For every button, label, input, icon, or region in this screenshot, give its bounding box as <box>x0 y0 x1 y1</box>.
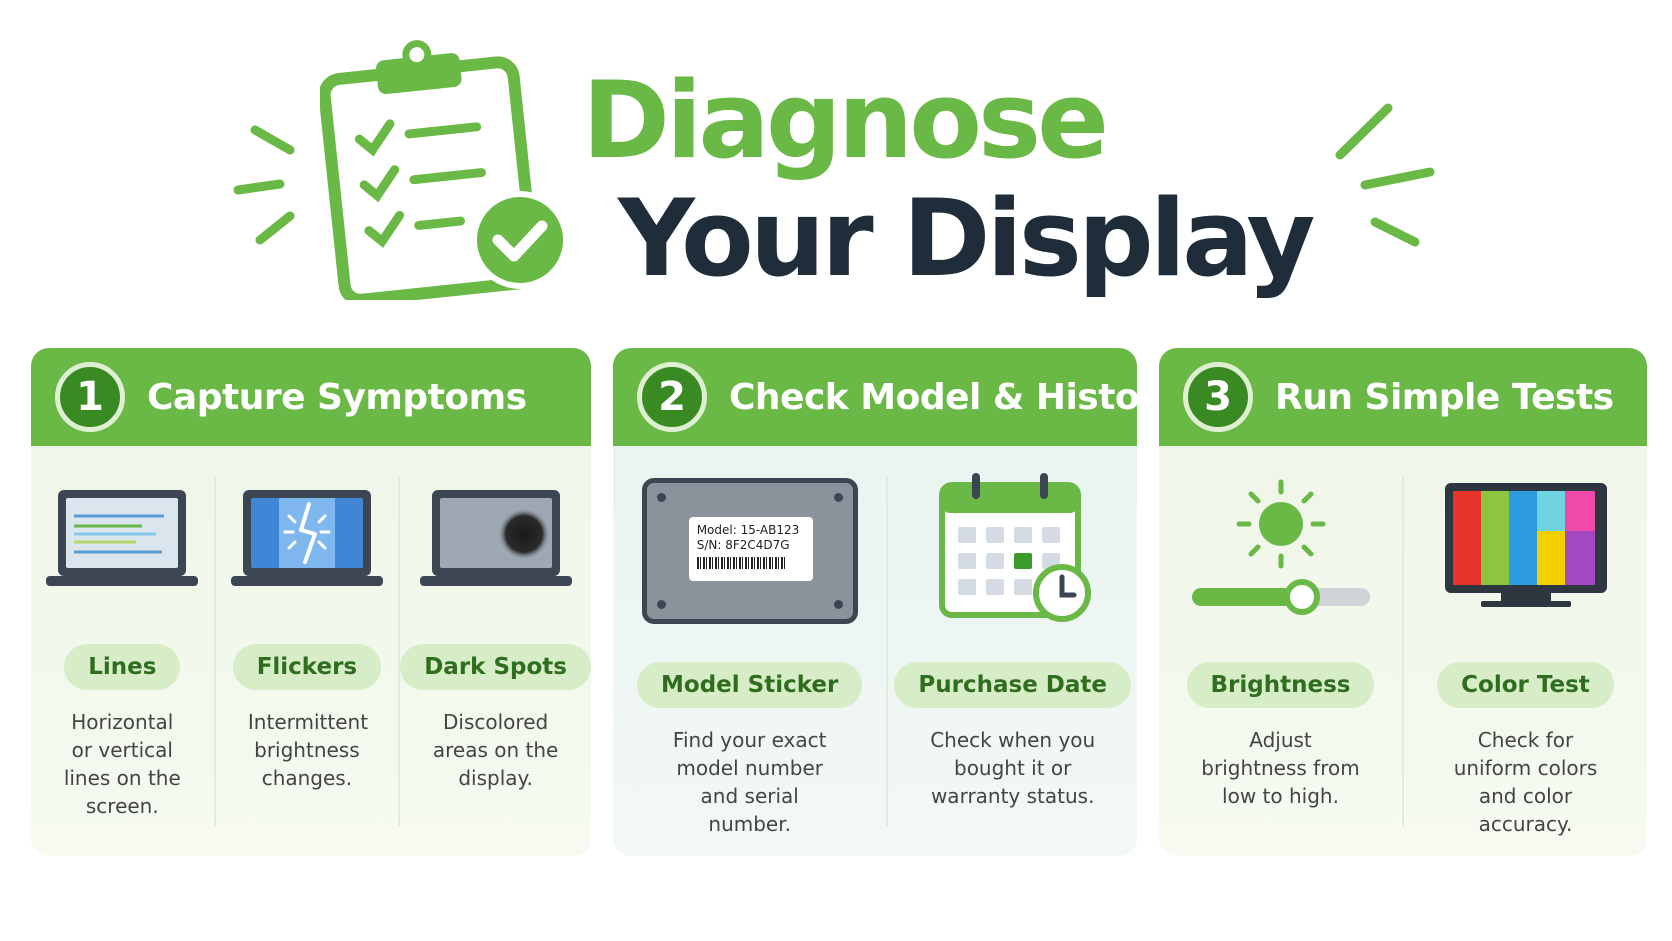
symptom-label: Flickers <box>232 644 382 690</box>
panel-check-model-history: 2 Check Model & History Model: 15-AB123 … <box>613 348 1137 856</box>
sticker-label: Model: 15-AB123 S/N: 8F2C4D7G <box>688 517 813 581</box>
check-model-sticker: Model: 15-AB123 S/N: 8F2C4D7G Model Stic… <box>613 446 886 856</box>
symptom-description: Intermittent brightness changes. <box>247 710 369 790</box>
check-description: Check when you bought it or warranty sta… <box>930 728 1096 808</box>
symptom-dark-spots: Dark Spots Discolored areas on the displ… <box>398 476 591 826</box>
clipboard-checklist-icon <box>320 40 569 300</box>
panel-header: 2 Check Model & History <box>613 348 1137 446</box>
step-number-badge: 2 <box>637 362 707 432</box>
title-line-2: Your Display <box>618 177 1315 300</box>
page-title: Diagnose Your Display <box>582 62 1482 298</box>
check-description: Find your exact model number and serial … <box>672 728 827 836</box>
step-number-badge: 1 <box>55 362 125 432</box>
test-color: Color Test Check for uniform colors and … <box>1402 476 1647 836</box>
barcode-icon <box>696 557 787 569</box>
test-label: Color Test <box>1437 662 1614 708</box>
panel-title: Capture Symptoms <box>147 376 527 418</box>
test-brightness: Brightness Adjust brightness from low to… <box>1159 446 1402 856</box>
laptop-lines-icon <box>46 490 199 586</box>
test-description: Adjust brightness from low to high. <box>1201 728 1360 808</box>
symptom-description: Discolored areas on the display. <box>432 710 559 790</box>
title-line-1: Diagnose <box>582 59 1109 182</box>
burst-lines-right-icon <box>1335 103 1435 247</box>
color-bars-monitor-icon <box>1444 483 1607 607</box>
check-purchase-date: Purchase Date Check when you bought it o… <box>886 473 1137 826</box>
panel-title: Run Simple Tests <box>1275 376 1614 418</box>
check-label: Purchase Date <box>894 662 1132 708</box>
sticker-serial-text: S/N: 8F2C4D7G <box>696 538 790 552</box>
panel-run-simple-tests: 3 Run Simple Tests <box>1159 348 1647 856</box>
symptom-lines: Lines Horizontal or vertical lines on th… <box>31 446 214 856</box>
header: Diagnose Your Display <box>0 0 1672 330</box>
panel-header: 3 Run Simple Tests <box>1159 348 1647 446</box>
symptom-label: Lines <box>64 644 181 690</box>
step-number-badge: 3 <box>1183 362 1253 432</box>
calendar-clock-icon <box>938 473 1091 622</box>
symptom-label: Dark Spots <box>400 644 591 690</box>
symptom-flickers: Flickers Intermittent brightness changes… <box>213 476 399 826</box>
check-label: Model Sticker <box>637 662 863 708</box>
panel-header: 1 Capture Symptoms <box>31 348 591 446</box>
laptop-dark-spot-icon <box>419 490 572 586</box>
test-description: Check for uniform colors and color accur… <box>1453 728 1598 836</box>
brightness-slider-icon <box>1191 479 1370 615</box>
sticker-model-text: Model: 15-AB123 <box>696 523 800 537</box>
panel-capture-symptoms: 1 Capture Symptoms Li <box>31 348 591 856</box>
laptop-flicker-icon <box>230 490 383 586</box>
test-label: Brightness <box>1186 662 1375 708</box>
panel-title: Check Model & History <box>729 376 1137 418</box>
model-sticker-icon: Model: 15-AB123 S/N: 8F2C4D7G <box>641 478 858 624</box>
burst-lines-left-icon <box>233 125 295 245</box>
symptom-description: Horizontal or vertical lines on the scre… <box>63 710 181 818</box>
